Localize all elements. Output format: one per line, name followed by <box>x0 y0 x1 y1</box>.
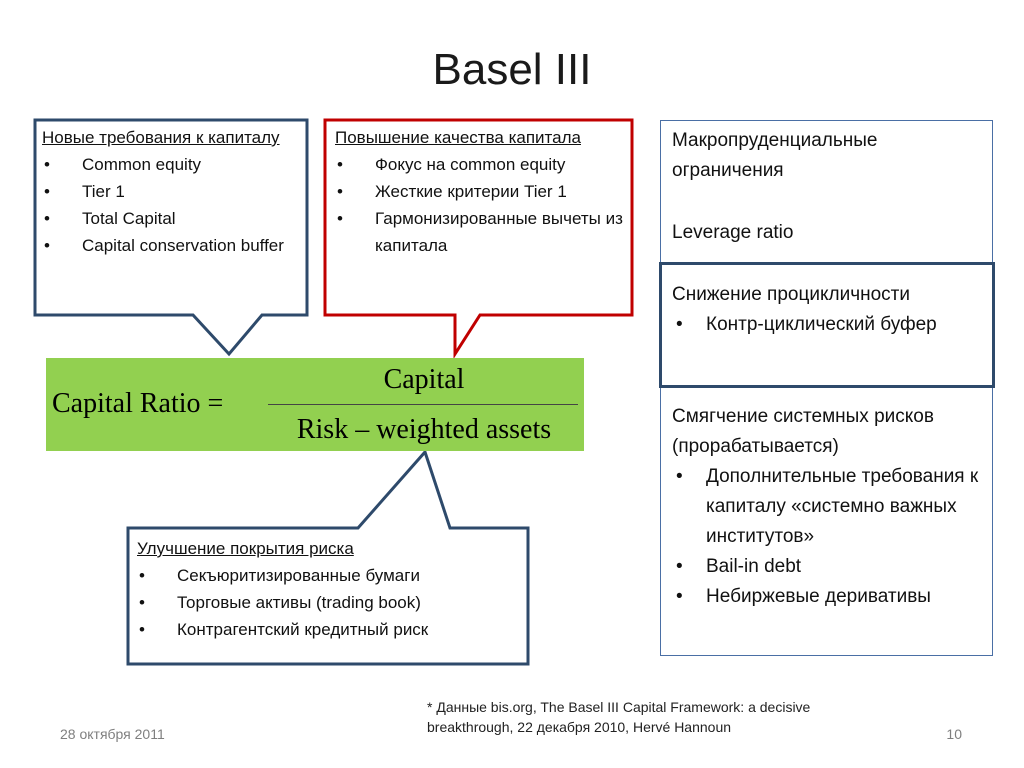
callout-quality-heading: Повышение качества капитала <box>335 128 581 147</box>
list-item: Торговые активы (trading book) <box>137 589 522 616</box>
slide-title: Basel III <box>432 45 592 94</box>
systemic-block: Смягчение системных рисков (прорабатывае… <box>672 402 990 612</box>
list-item: Секъюритизированные бумаги <box>137 562 522 589</box>
callout-risk: Улучшение покрытия риска Секъюритизирова… <box>137 535 522 643</box>
list-item: Bail-in debt <box>672 552 990 582</box>
callout-capital-list: Common equity Tier 1 Total Capital Capit… <box>42 151 298 259</box>
callout-capital: Новые требования к капиталу Common equit… <box>42 124 298 259</box>
macro-leverage: Leverage ratio <box>672 222 794 243</box>
footnote: * Данные bis.org, The Basel III Capital … <box>427 699 811 735</box>
capital-ratio-formula: Capital Ratio = Capital Risk – weighted … <box>46 358 584 451</box>
procyclicality-list: Контр-циклический буфер <box>672 310 982 340</box>
systemic-list: Дополнительные требования к капиталу «си… <box>672 462 990 612</box>
callout-risk-list: Секъюритизированные бумаги Торговые акти… <box>137 562 522 643</box>
callout-capital-heading: Новые требования к капиталу <box>42 128 280 147</box>
formula-numerator: Capital <box>383 364 465 395</box>
page-number: 10 <box>946 726 962 742</box>
footer-date: 28 октября 2011 <box>60 726 165 742</box>
list-item: Фокус на common equity <box>335 151 625 178</box>
list-item: Контр-циклический буфер <box>672 310 982 340</box>
macro-heading: Макропруденциальные ограничения <box>672 130 878 181</box>
list-item: Total Capital <box>42 205 298 232</box>
procyclicality-heading: Снижение процикличности <box>672 284 910 305</box>
list-item: Жесткие критерии Tier 1 <box>335 178 625 205</box>
procyclicality-block: Снижение процикличности Контр-циклически… <box>672 280 982 340</box>
list-item: Гармонизированные вычеты из капитала <box>335 205 625 259</box>
formula-fraction-line <box>268 404 578 405</box>
formula-denominator: Risk – weighted assets <box>296 414 552 445</box>
list-item: Capital conservation buffer <box>42 232 298 259</box>
list-item: Common equity <box>42 151 298 178</box>
list-item: Tier 1 <box>42 178 298 205</box>
callout-risk-heading: Улучшение покрытия риска <box>137 539 354 558</box>
callout-quality-list: Фокус на common equity Жесткие критерии … <box>335 151 625 259</box>
systemic-heading: Смягчение системных рисков (прорабатывае… <box>672 406 934 457</box>
list-item: Контрагентский кредитный риск <box>137 616 522 643</box>
list-item: Дополнительные требования к капиталу «си… <box>672 462 990 552</box>
formula-lhs: Capital Ratio = <box>52 388 224 419</box>
callout-quality: Повышение качества капитала Фокус на com… <box>335 124 625 259</box>
list-item: Небиржевые деривативы <box>672 582 990 612</box>
